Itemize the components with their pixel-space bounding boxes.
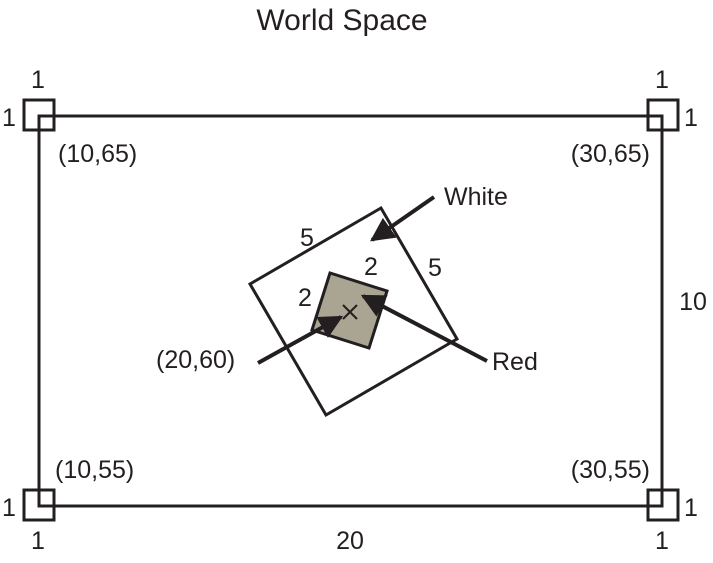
coord-top-left: (10,65) xyxy=(58,140,137,168)
coord-bottom-right: (30,55) xyxy=(571,456,650,484)
corner-square-bottom-right xyxy=(646,488,680,522)
corner-size-bottom-right-side: 1 xyxy=(684,494,698,522)
white-square xyxy=(247,205,460,418)
red-square-top-side-label: 2 xyxy=(364,253,378,281)
corner-square-top-left xyxy=(22,98,56,132)
corner-square-top-right xyxy=(646,98,680,132)
center-coord-label: (20,60) xyxy=(156,346,235,374)
corner-size-bottom-right-bottom: 1 xyxy=(655,527,669,555)
corner-size-top-right-top: 1 xyxy=(655,66,669,94)
coord-top-right: (30,65) xyxy=(571,140,650,168)
corner-size-bottom-left-side: 1 xyxy=(2,494,16,522)
red-square-left-side-label: 2 xyxy=(298,284,312,312)
center-cross-icon xyxy=(342,304,358,320)
world-rectangle xyxy=(37,114,664,508)
corner-size-top-left-top: 1 xyxy=(31,66,45,94)
corner-size-top-right-side: 1 xyxy=(684,104,698,132)
world-height-label: 10 xyxy=(679,288,707,316)
coord-bottom-left: (10,55) xyxy=(55,456,134,484)
white-label: White xyxy=(444,183,508,211)
world-width-label: 20 xyxy=(336,527,364,555)
red-arrow xyxy=(360,294,488,363)
corner-size-top-left-side: 1 xyxy=(2,104,16,132)
red-label: Red xyxy=(492,348,538,376)
corner-size-bottom-left-bottom: 1 xyxy=(31,527,45,555)
corner-square-bottom-left xyxy=(22,488,56,522)
white-square-right-side-label: 5 xyxy=(428,254,442,282)
white-arrow xyxy=(370,195,436,242)
white-square-top-side-label: 5 xyxy=(300,224,314,252)
diagram-title: World Space xyxy=(256,4,427,37)
center-arrow xyxy=(257,315,344,365)
